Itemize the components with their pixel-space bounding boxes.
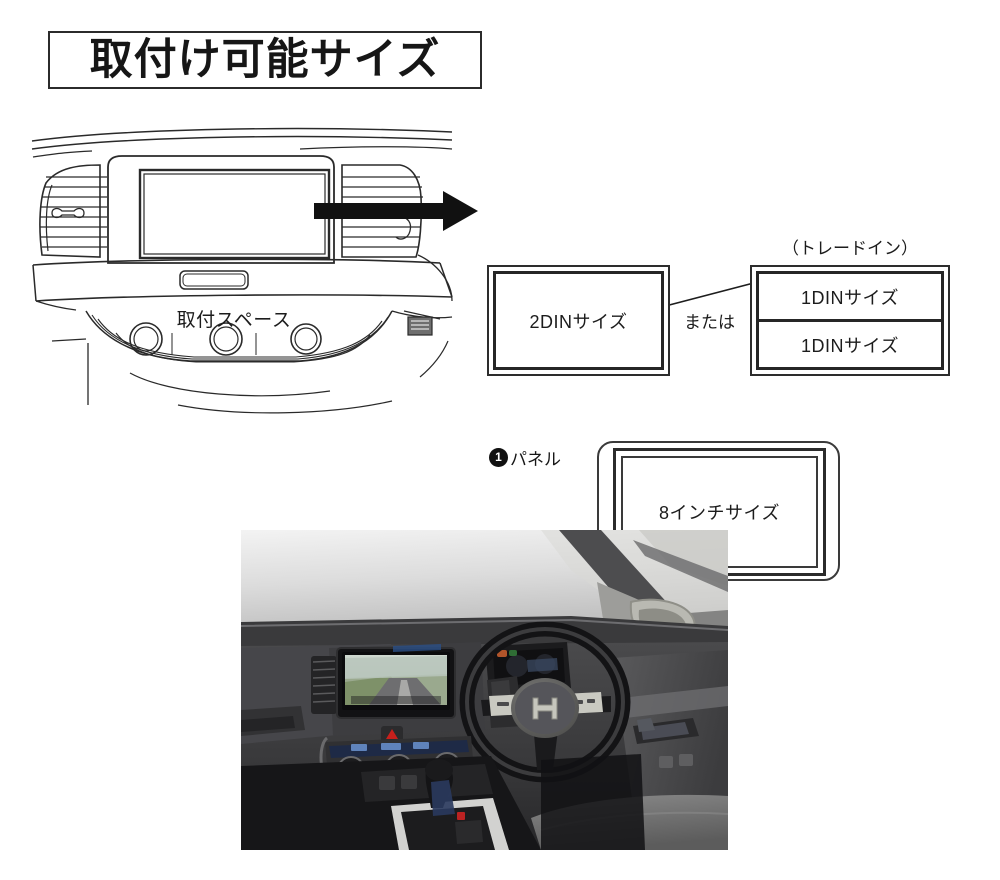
gear-shifter xyxy=(391,759,509,850)
box-1din-stacked: 1DINサイズ 1DINサイズ xyxy=(750,265,950,376)
trade-in-label: （トレードイン） xyxy=(782,239,918,258)
box-2din-label: 2DINサイズ xyxy=(529,311,628,332)
dashboard-linedrawing xyxy=(31,127,453,414)
dash-small-switch xyxy=(403,310,441,336)
page-title: 取付け可能サイズ xyxy=(89,35,441,84)
installation-size-diagram: 取付スペース （トレードイン） 2DINサイズ または 1DINサイズ 1DIN… xyxy=(0,105,1000,581)
hazard-triangle-icon xyxy=(386,729,398,739)
console-button-a xyxy=(379,776,395,790)
page-title-box: 取付け可能サイズ xyxy=(48,31,482,89)
car-interior-photo-canvas xyxy=(241,530,728,850)
window-switch xyxy=(659,756,673,768)
car-interior-photo xyxy=(241,530,728,850)
box-1din-label-top: 1DINサイズ xyxy=(801,287,899,308)
panel-callout: 1 パネル xyxy=(489,445,561,470)
box-1din-inner: 1DINサイズ 1DINサイズ xyxy=(756,271,944,370)
box-1din-label-bottom: 1DINサイズ xyxy=(759,319,941,367)
hazard-button xyxy=(381,726,403,742)
or-label: または xyxy=(684,313,735,332)
flow-arrow-icon xyxy=(314,191,478,231)
navigation-display xyxy=(336,644,456,719)
honda-logo-icon xyxy=(532,697,558,720)
console-button-b xyxy=(401,775,417,789)
dash-screen-label: 取付スペース xyxy=(176,310,292,331)
box-2din: 2DINサイズ xyxy=(487,265,670,376)
box-2din-inner: 2DINサイズ xyxy=(493,271,664,370)
callout-number-icon: 1 xyxy=(489,448,508,467)
panel-callout-label: パネル xyxy=(510,450,561,469)
door-trim xyxy=(621,686,728,718)
diagram-canvas xyxy=(31,127,793,414)
